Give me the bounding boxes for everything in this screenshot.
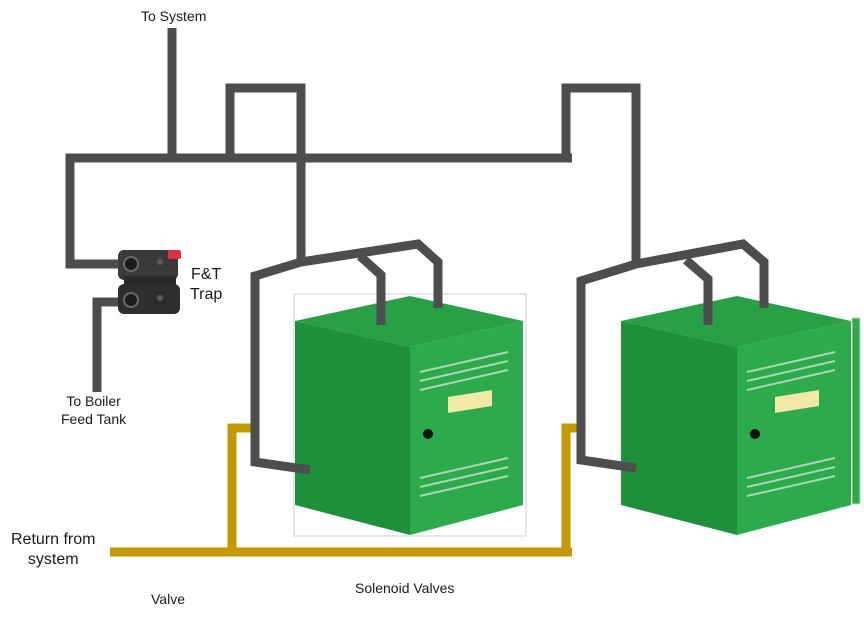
- ft-trap-bolt: [157, 295, 163, 301]
- to-boiler-feed-tank-label: To Boiler Feed Tank: [61, 393, 126, 428]
- boiler-2: [621, 296, 861, 535]
- boiler-1-front-face: [410, 321, 523, 535]
- boiler-1-top: [295, 296, 523, 347]
- boiler-2-branch-a: [683, 256, 713, 325]
- ft-trap-bolt: [157, 259, 163, 265]
- boiler-2-vent-slots-upper: [746, 351, 836, 391]
- boiler-1-steam-outlet: [250, 257, 311, 475]
- to-boiler-feed-tank-line-2: Feed Tank: [61, 410, 127, 427]
- ft-trap-waist: [124, 276, 176, 286]
- steam-piping: [65, 28, 769, 475]
- boiler-2-nameplate: [775, 390, 819, 413]
- boiler-1-outline: [293, 293, 527, 537]
- boiler-2-edge-strip: [851, 317, 861, 505]
- boiler-2-front-face: [737, 321, 851, 535]
- return-from-system-line-1: Return from: [11, 531, 96, 548]
- boiler-1-crossover: [300, 239, 443, 308]
- boiler-2-left-face: [621, 321, 737, 535]
- steam-header-drip-to-trap: [65, 153, 128, 269]
- boiler-2-steam-outlet: [576, 259, 638, 473]
- boiler-2-crossover: [635, 239, 769, 308]
- boiler-1-vent-slots-upper: [419, 351, 509, 391]
- boiler-1-nameplate: [448, 390, 492, 413]
- return-from-system-line-2: system: [27, 551, 79, 568]
- to-system-label: To System: [141, 8, 207, 24]
- to-boiler-feed-tank-line-1: To Boiler: [66, 393, 121, 409]
- boiler-2-top: [621, 296, 851, 347]
- return-piping: [110, 423, 580, 557]
- solenoid-valves-label: Solenoid Valves: [355, 580, 455, 596]
- condensate-to-feed-tank-pipe: [92, 297, 128, 392]
- boiler-1-supply-loop: [225, 83, 306, 262]
- ft-trap-inlet-port: [123, 256, 139, 272]
- ft-trap: [118, 250, 181, 314]
- ft-trap-tag: [168, 250, 181, 259]
- return-riser-boiler-1: [227, 423, 255, 552]
- ft-trap-label-line-1: F&T: [191, 266, 222, 283]
- boiler-1-door-handle: [423, 429, 433, 439]
- boiler-1-vent-slots-lower: [419, 457, 509, 497]
- boiler-1-left-face: [295, 321, 410, 535]
- ft-trap-label: F&T Trap: [190, 265, 222, 305]
- boiler-1: [293, 293, 527, 537]
- return-from-system-label: Return from system: [11, 530, 95, 570]
- boiler-1-branch-a: [356, 252, 386, 325]
- valve-label: Valve: [151, 591, 185, 607]
- return-riser-boiler-2: [561, 423, 580, 552]
- boiler-2-door-handle: [750, 429, 760, 439]
- boiler-2-vent-slots-lower: [746, 457, 836, 497]
- boiler-2-supply-loop: [561, 83, 641, 264]
- ft-trap-outlet-port: [123, 292, 139, 308]
- ft-trap-label-line-2: Trap: [190, 286, 223, 303]
